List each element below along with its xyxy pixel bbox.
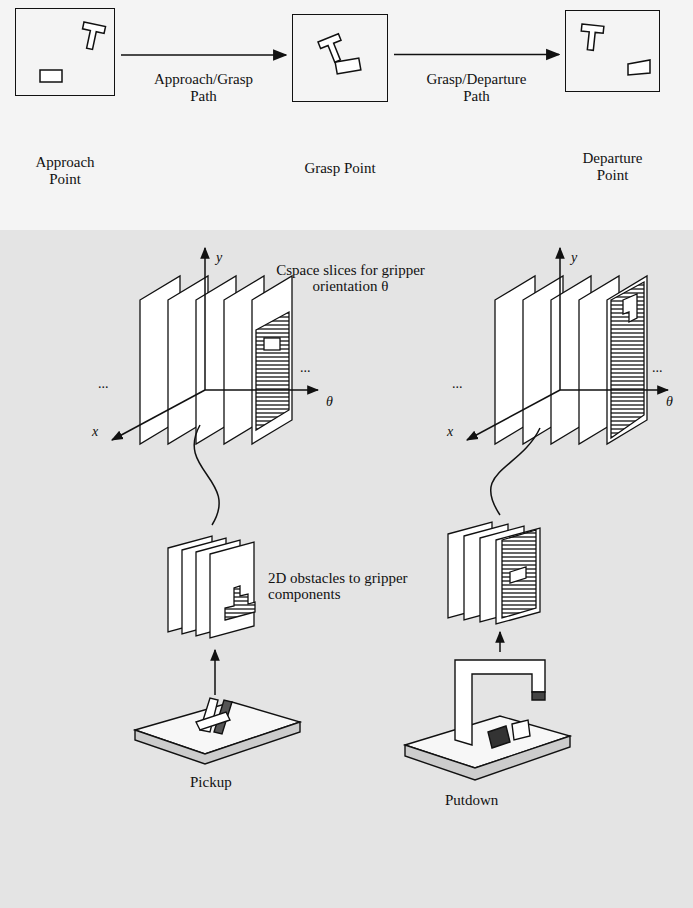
ellipsis: ... — [98, 376, 109, 392]
point-box: Approach Point — [15, 8, 115, 188]
gripper-obstacle — [225, 586, 255, 620]
axis-label: y — [216, 250, 222, 266]
scene-label: Pickup — [190, 774, 232, 790]
point-label: Departure Point — [575, 150, 651, 184]
workspace-frame — [15, 8, 115, 96]
ellipsis: ... — [300, 360, 311, 376]
obstacle-panel — [496, 528, 540, 624]
axis-label: θ — [326, 394, 333, 410]
point-label: Grasp Point — [302, 160, 378, 177]
cspace-slice — [252, 276, 292, 444]
annotation: 2D obstacles to gripper components — [268, 570, 418, 602]
point-box: Departure Point — [565, 10, 660, 184]
ellipsis: ... — [652, 360, 663, 376]
free-region — [510, 567, 526, 583]
free-region — [623, 294, 637, 322]
edge-label: Approach/Grasp Path — [144, 71, 264, 105]
workspace-frame — [292, 14, 388, 102]
point-box: Grasp Point — [292, 14, 388, 177]
path-arrow — [121, 54, 286, 56]
axis-caption: Cspace slices for gripper orientation θ — [268, 262, 433, 294]
ellipsis: ... — [452, 376, 463, 392]
axis-label: y — [571, 250, 577, 266]
axis-label: x — [447, 424, 453, 440]
gripper-obstacle — [502, 530, 536, 618]
free-region — [264, 338, 280, 350]
obstacle-region — [256, 312, 289, 430]
obstacle-region — [611, 282, 644, 438]
axis-label: x — [92, 424, 98, 440]
obstacle-panel — [210, 542, 254, 638]
path-arrow — [394, 54, 559, 56]
point-label: Approach Point — [27, 154, 103, 188]
cspace-slice — [607, 276, 647, 444]
axis-label: θ — [666, 394, 673, 410]
edge-label: Grasp/Departure Path — [417, 71, 537, 105]
scene-label: Putdown — [445, 792, 498, 808]
workspace-frame — [565, 10, 660, 92]
